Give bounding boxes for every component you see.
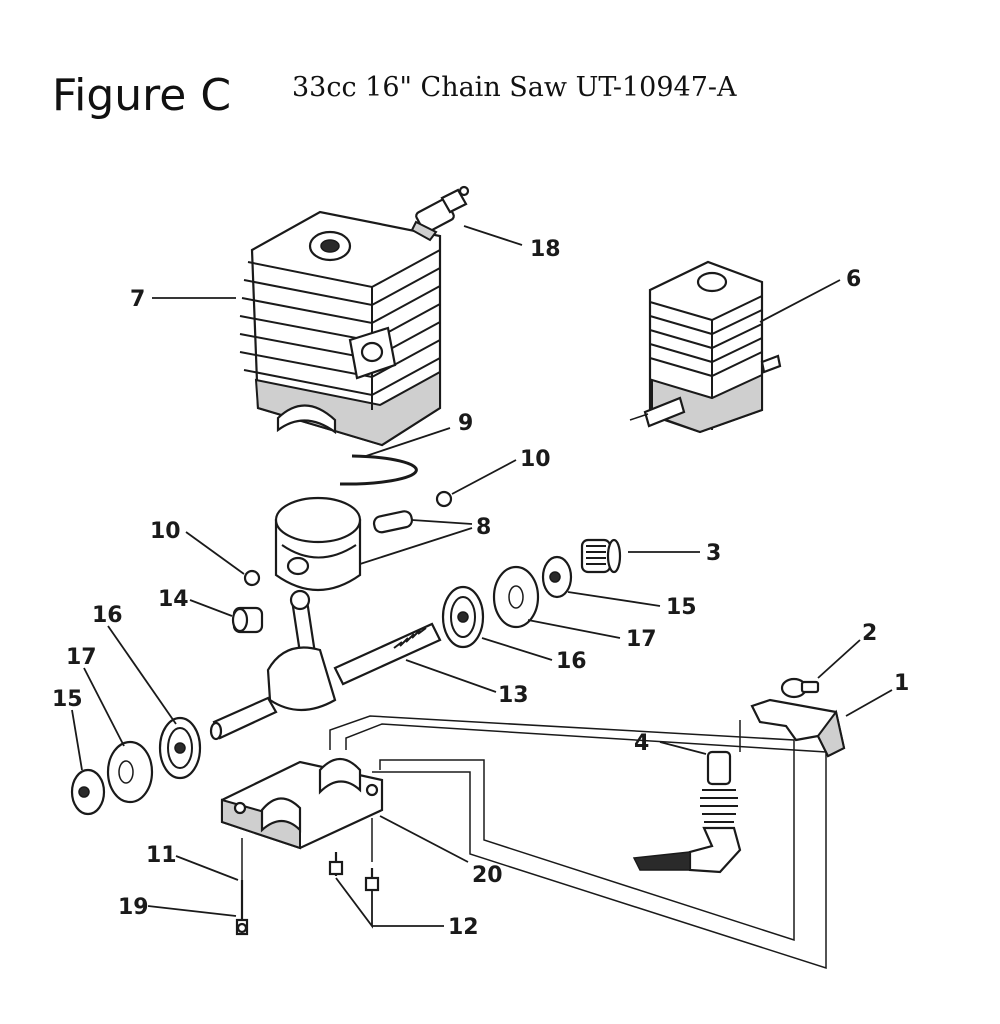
callout-10-right: 10	[520, 447, 551, 472]
oil-seal-right	[492, 565, 540, 629]
figure-title: Figure C	[52, 70, 232, 121]
oil-seal-left	[106, 740, 154, 804]
callout-8: 8	[476, 515, 491, 540]
callout-11: 11	[146, 843, 177, 868]
callout-20: 20	[472, 863, 503, 888]
screw	[780, 677, 820, 699]
callout-3: 3	[706, 541, 721, 566]
callout-17-right: 17	[626, 627, 657, 652]
callout-17-left: 17	[66, 645, 97, 670]
crankcase	[220, 757, 384, 850]
callout-2: 2	[862, 621, 877, 646]
callout-4: 4	[634, 731, 649, 756]
callout-16-left: 16	[92, 603, 123, 628]
callout-1: 1	[894, 671, 909, 696]
leader-lines	[71, 225, 893, 929]
washer-right	[541, 555, 573, 599]
impulse-hose	[632, 750, 742, 874]
assembly-guide-lines	[241, 715, 827, 970]
callout-15-left: 15	[52, 687, 83, 712]
needle-bearing	[231, 606, 264, 634]
washer-left	[70, 768, 106, 816]
piston-ring	[339, 454, 418, 486]
callout-16-right: 16	[556, 649, 587, 674]
callout-9: 9	[458, 411, 473, 436]
callout-18: 18	[530, 237, 561, 262]
piston-pin-clip-left	[243, 569, 261, 587]
figure-subtitle: 33cc 16" Chain Saw UT-10947-A	[292, 72, 737, 103]
callout-15-right: 15	[666, 595, 697, 620]
bracket	[750, 698, 846, 758]
callout-12: 12	[448, 915, 479, 940]
piston-and-pin	[274, 496, 414, 592]
engine-assembly	[629, 260, 782, 434]
callout-7: 7	[130, 287, 145, 312]
bearing-left	[158, 716, 202, 780]
callout-14: 14	[158, 587, 189, 612]
callout-10-left: 10	[150, 519, 181, 544]
crankshaft	[209, 589, 442, 741]
cylinder	[239, 210, 442, 447]
bearing-right	[441, 585, 485, 649]
crankcase-screws	[328, 852, 380, 892]
long-bolt	[235, 880, 249, 936]
callout-19: 19	[118, 895, 149, 920]
callout-6: 6	[846, 267, 861, 292]
spark-plug	[410, 185, 470, 242]
spring-assembly	[580, 538, 622, 574]
piston-pin-clip-right	[435, 490, 453, 508]
callout-13: 13	[498, 683, 529, 708]
callout-numbers: 18 7 6 9 10 10 8 3 14 15 17 16 13 16 17 …	[52, 237, 909, 940]
